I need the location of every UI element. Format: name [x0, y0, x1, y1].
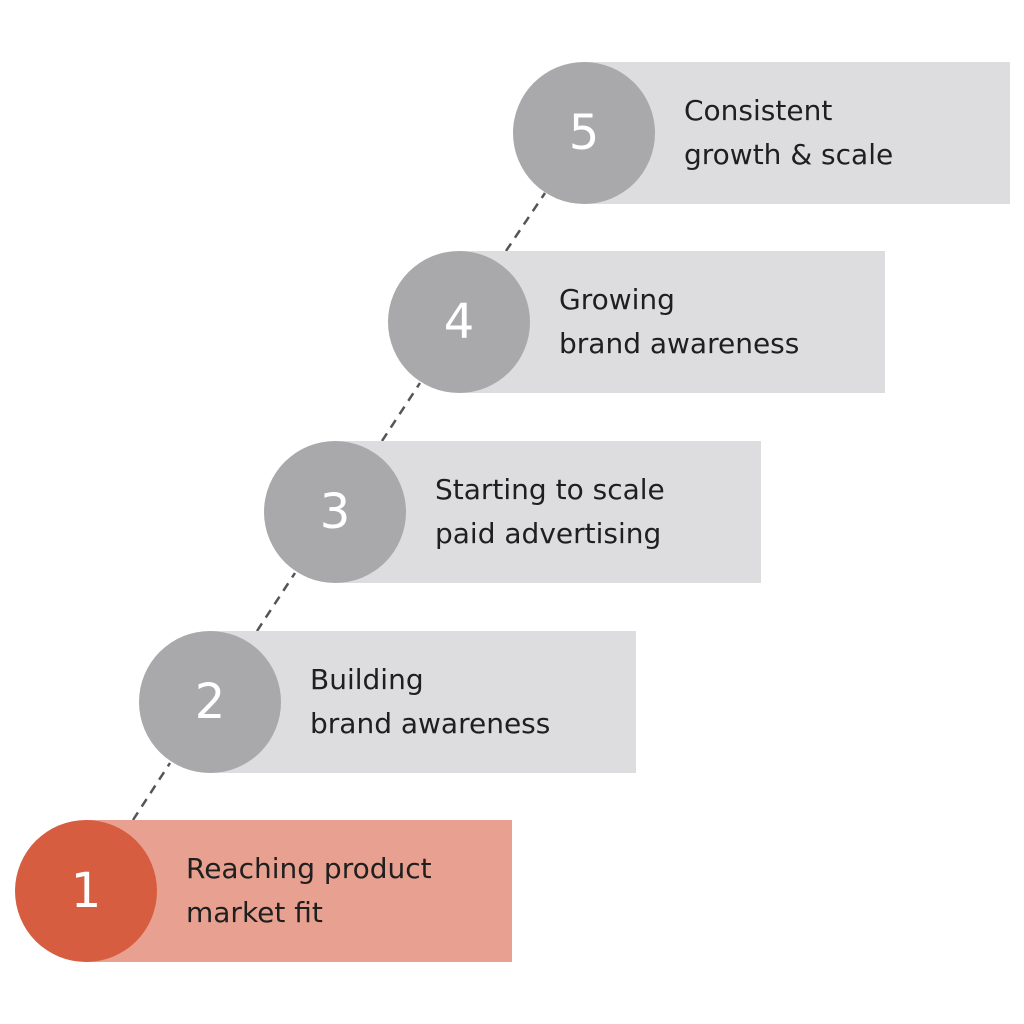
step-label-line2: brand awareness [310, 707, 551, 740]
step-number-circle: 4 [388, 251, 530, 393]
step-bar [335, 441, 761, 583]
step-label: Consistent growth & scale [684, 62, 893, 204]
step-number-circle: 3 [264, 441, 406, 583]
connector-4-5 [504, 192, 547, 252]
step-label-line2: paid advertising [435, 517, 662, 550]
step-label: Reaching product market fit [186, 820, 432, 962]
connector-3-4 [380, 382, 422, 442]
step-label-line2: growth & scale [684, 138, 894, 171]
step-label: Growing brand awareness [559, 251, 799, 393]
step-bar [86, 820, 512, 962]
step-number-circle: 5 [513, 62, 655, 204]
step-bar [584, 62, 1010, 204]
step-label: Starting to scale paid advertising [435, 441, 665, 583]
step-bar [210, 631, 636, 773]
connector-1-2 [131, 762, 172, 821]
step-label-line1: Building [310, 663, 424, 696]
step-bar [459, 251, 885, 393]
step-label-line2: market fit [186, 896, 323, 929]
step-label-line1: Reaching product [186, 852, 432, 885]
step-label-line1: Starting to scale [435, 473, 665, 506]
step-label: Building brand awareness [310, 631, 550, 773]
step-label-line1: Consistent [684, 94, 833, 127]
connector-2-3 [255, 572, 297, 632]
step-label-line1: Growing [559, 283, 675, 316]
step-number-circle: 2 [139, 631, 281, 773]
step-number-circle: 1 [15, 820, 157, 962]
step-label-line2: brand awareness [559, 327, 800, 360]
